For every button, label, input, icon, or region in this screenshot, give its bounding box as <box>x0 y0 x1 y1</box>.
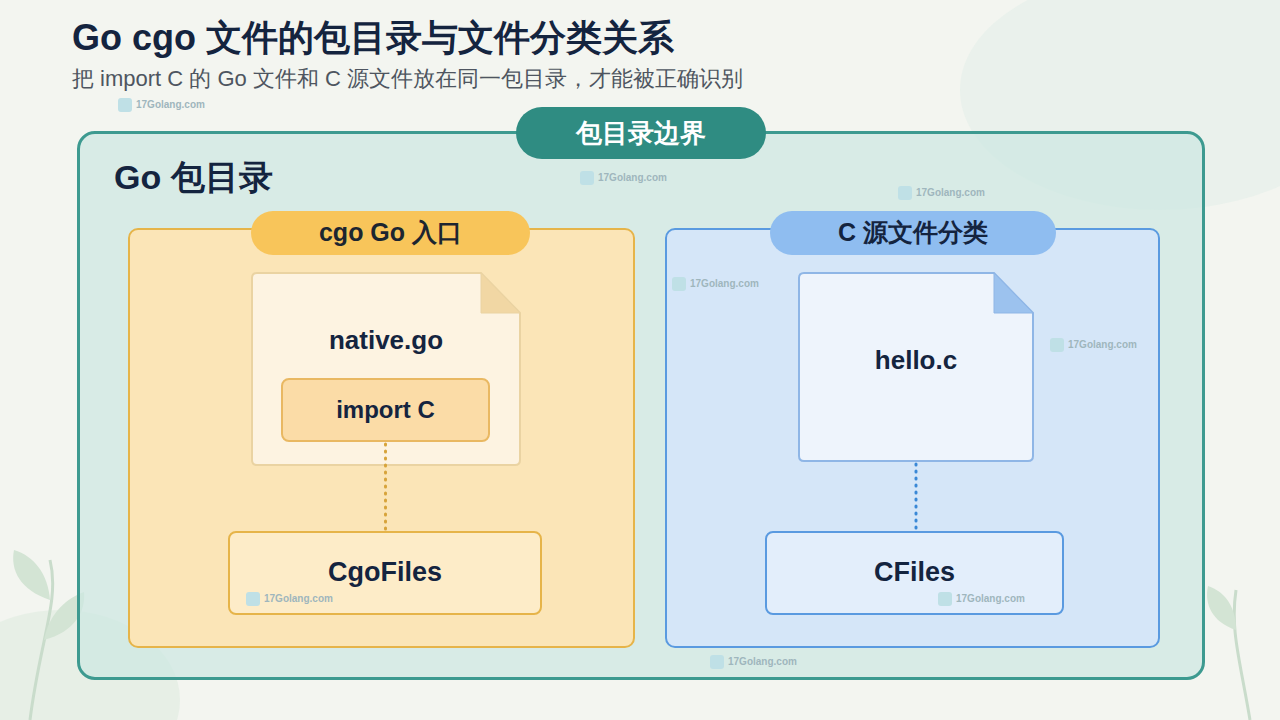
file-name: native.go <box>251 317 521 363</box>
diagram-title: Go cgo 文件的包目录与文件分类关系 <box>72 14 674 63</box>
leaf-decoration <box>1207 586 1236 630</box>
import-box: import C <box>281 378 490 442</box>
boundary-pill: 包目录边界 <box>516 107 766 159</box>
file-name: hello.c <box>798 337 1034 383</box>
diagram-caption: 把 import C 的 Go 文件和 C 源文件放在同一包目录，才能被正确识别 <box>72 64 743 94</box>
group-pill: cgo Go 入口 <box>251 211 530 255</box>
dotted-connector <box>915 464 918 529</box>
file-outline <box>799 273 1033 461</box>
import-text: import C <box>283 380 488 440</box>
watermark: 17Golang.com <box>580 171 667 185</box>
c-group: C 源文件分类hello.cCFiles <box>665 228 1160 648</box>
package-heading: Go 包目录 <box>114 152 374 204</box>
file-outline <box>252 273 520 465</box>
cgo-group: cgo Go 入口native.goimport CCgoFiles <box>128 228 635 648</box>
watermark: 17Golang.com <box>1050 338 1137 352</box>
watermark: 17Golang.com <box>118 98 205 112</box>
file-fold <box>481 273 520 313</box>
file-fold <box>994 273 1033 313</box>
watermark: 17Golang.com <box>246 592 333 606</box>
go-file: native.go import C <box>251 272 521 466</box>
watermark: 17Golang.com <box>710 655 797 669</box>
watermark: 17Golang.com <box>938 592 1025 606</box>
dotted-connector <box>384 444 387 529</box>
leaf-decoration <box>13 550 50 600</box>
c-file: hello.c <box>798 272 1034 462</box>
watermark: 17Golang.com <box>898 186 985 200</box>
watermark: 17Golang.com <box>672 277 759 291</box>
leaf-decoration <box>1234 590 1250 720</box>
group-pill: C 源文件分类 <box>770 211 1056 255</box>
